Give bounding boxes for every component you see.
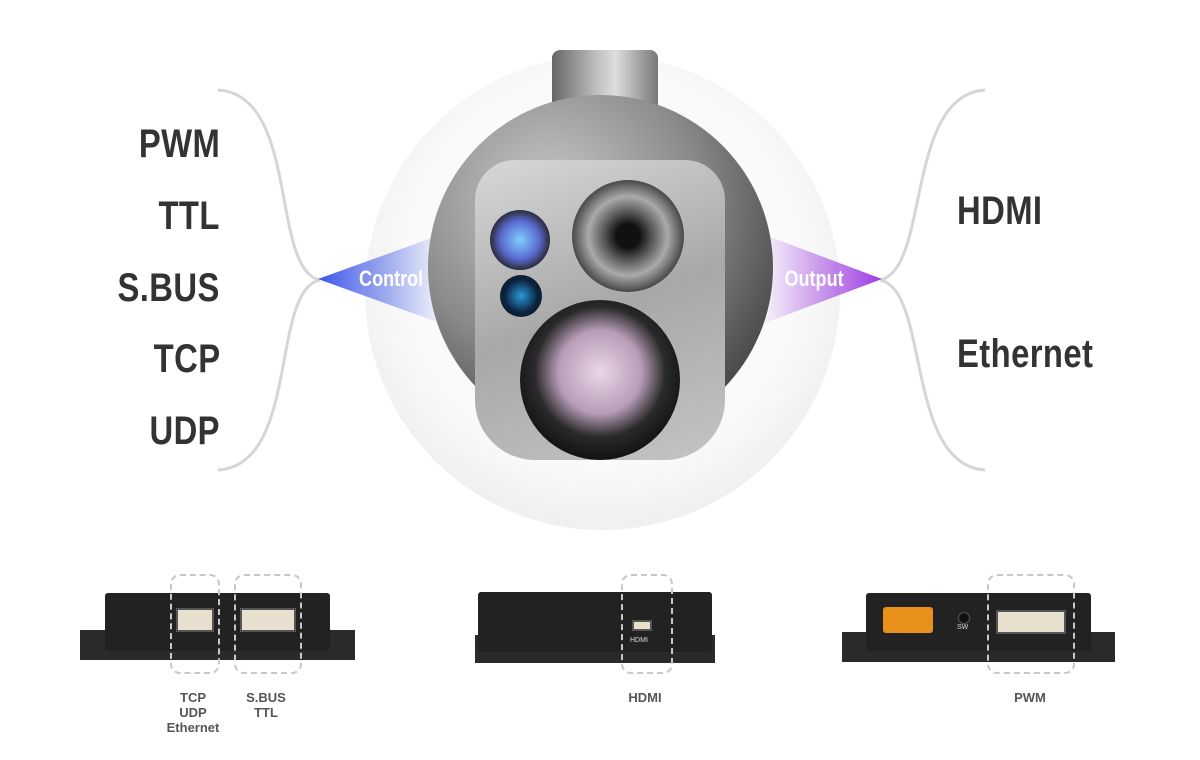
caption-udp: UDP — [179, 705, 207, 720]
control-arrow — [318, 235, 440, 323]
control-item-sbus: S.BUS — [117, 266, 220, 310]
small-lens — [500, 275, 542, 317]
control-item-udp: UDP — [149, 409, 220, 453]
pwm-port — [996, 610, 1066, 634]
switch-button — [958, 612, 970, 624]
output-label: Output — [784, 266, 844, 291]
thermal-lens — [520, 300, 680, 460]
caption-ethernet: Ethernet — [166, 720, 220, 735]
output-item-ethernet: Ethernet — [957, 332, 1094, 376]
control-item-ttl: TTL — [158, 194, 220, 238]
power-connector — [883, 607, 933, 633]
switch-label: SW — [957, 624, 969, 631]
caption-sbus: S.BUS — [246, 690, 286, 705]
control-label: Control — [359, 266, 424, 291]
output-arrow — [765, 235, 882, 323]
left-brace — [217, 88, 321, 472]
caption-hdmi: HDMI — [628, 690, 662, 705]
control-item-pwm: PWM — [138, 122, 220, 166]
ethernet-port — [176, 608, 214, 632]
caption-tcp: TCP — [180, 690, 206, 705]
right-brace — [879, 88, 986, 472]
caption-pwm: PWM — [1014, 690, 1046, 705]
control-item-tcp: TCP — [153, 337, 220, 381]
zoom-lens — [572, 180, 684, 292]
hdmi-port-label: HDMI — [630, 637, 648, 644]
hdmi-port — [632, 620, 652, 631]
laser-lens — [490, 210, 550, 270]
caption-ttl: TTL — [254, 705, 278, 720]
output-item-hdmi: HDMI — [957, 189, 1043, 233]
sbus-ttl-port — [240, 608, 296, 632]
